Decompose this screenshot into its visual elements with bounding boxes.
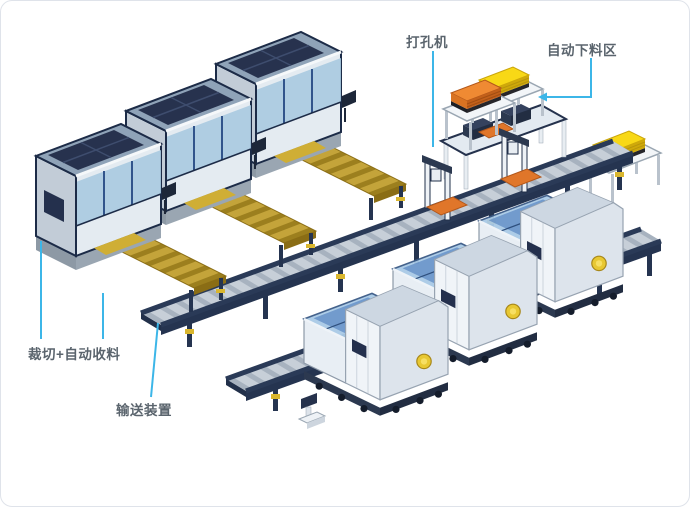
- orange-stack-table: [441, 79, 517, 150]
- control-pedestal: [297, 393, 327, 429]
- laminator-machine-1: [302, 284, 450, 417]
- main-conveyor-upper: [140, 138, 634, 347]
- label-punching-machine: 打孔机: [406, 35, 448, 50]
- callouts: [40, 51, 592, 398]
- unloading-callout-arrow: [538, 92, 547, 102]
- label-auto-unloading-area: 自动下料区: [547, 43, 617, 58]
- label-cutting-auto-collect: 裁切+自动收料: [28, 347, 121, 362]
- conveyor-callout-line: [150, 322, 159, 398]
- label-conveyor-device: 输送装置: [116, 403, 172, 418]
- unloading-callout-line: [546, 58, 592, 98]
